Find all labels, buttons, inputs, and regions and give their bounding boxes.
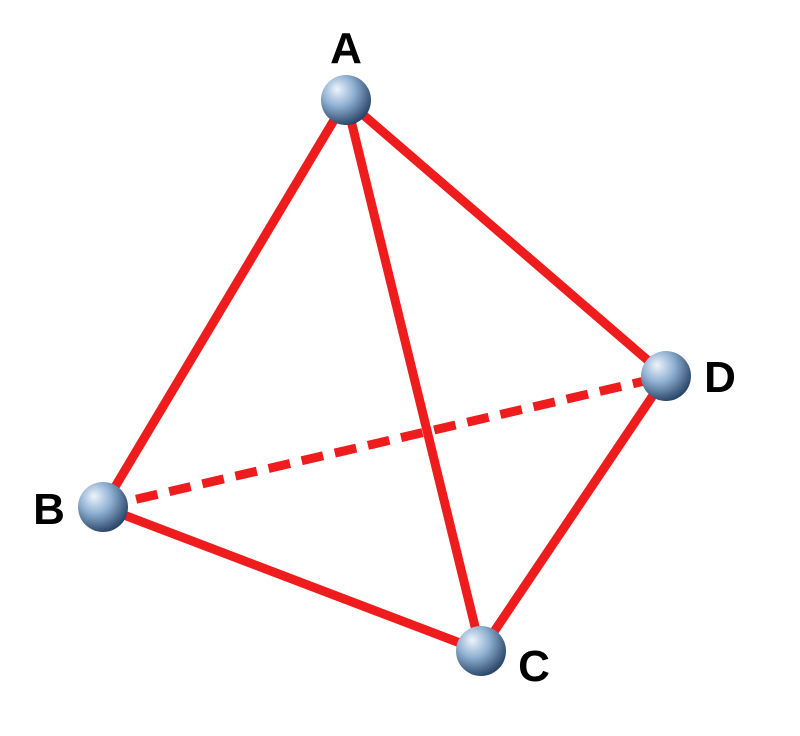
vertex-c-label: C [518, 642, 550, 691]
vertex-d-label: D [704, 353, 736, 402]
vertices-group [78, 75, 691, 676]
edge-a-c [341, 98, 486, 653]
edge-b-d-hidden [101, 371, 668, 512]
vertex-d-sphere [641, 351, 691, 401]
vertex-c-sphere [456, 626, 506, 676]
labels-group: A B C D [33, 24, 736, 691]
edge-c-d [477, 373, 670, 654]
edge-a-d [343, 96, 669, 380]
vertex-b-sphere [78, 482, 128, 532]
edges-group [99, 96, 670, 656]
vertex-a-sphere [321, 75, 371, 125]
vertex-a-label: A [330, 24, 362, 73]
edge-a-b [99, 97, 350, 510]
edge-b-c [101, 502, 483, 656]
vertex-b-label: B [33, 485, 65, 534]
